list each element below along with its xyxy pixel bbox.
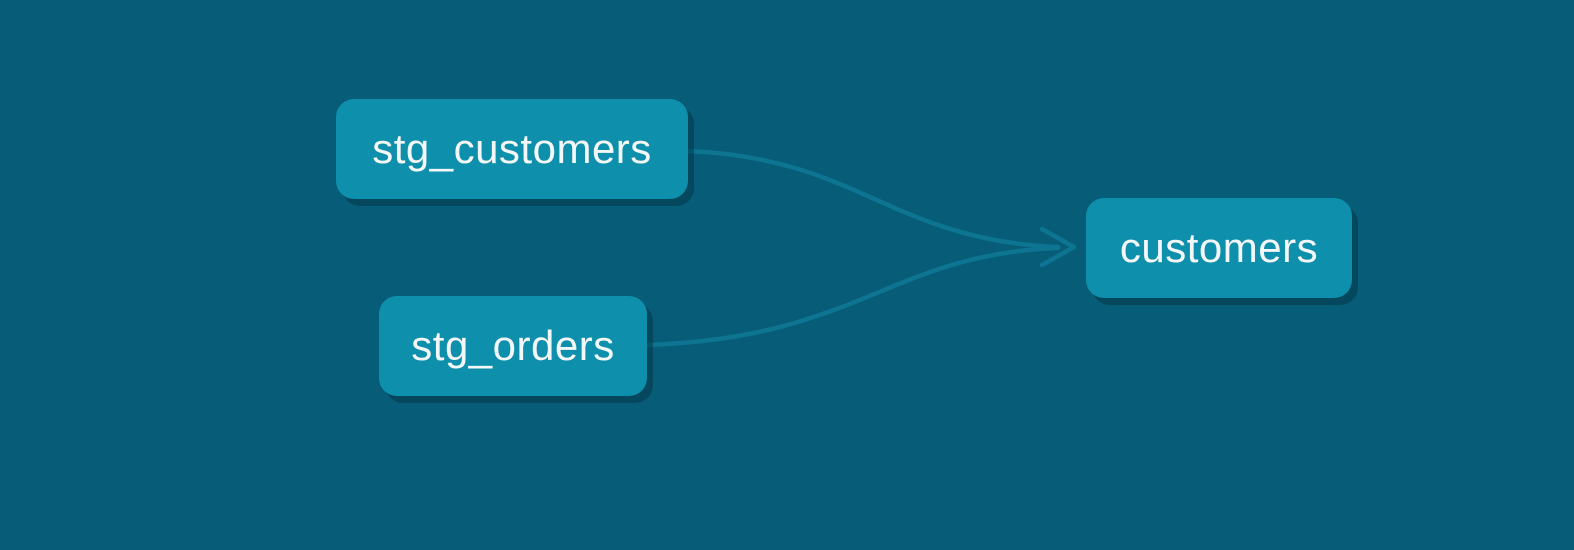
node-stg-customers-label: stg_customers xyxy=(372,125,652,172)
node-customers[interactable]: customers xyxy=(1086,198,1352,298)
node-stg-orders-label: stg_orders xyxy=(411,322,615,369)
node-stg-orders[interactable]: stg_orders xyxy=(379,296,647,396)
arrowhead-icon xyxy=(1039,226,1077,268)
node-customers-label: customers xyxy=(1119,224,1319,271)
edge-stg_orders-to-customers xyxy=(643,245,1061,348)
edge-stg_customers-to-customers xyxy=(685,148,1061,250)
node-stg-customers[interactable]: stg_customers xyxy=(336,99,688,199)
